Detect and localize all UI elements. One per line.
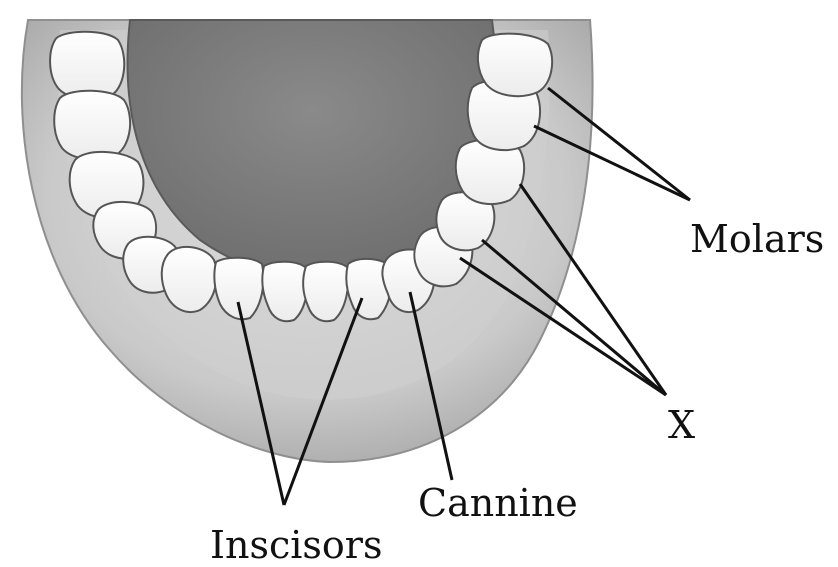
tooth-molar-left-1 bbox=[50, 32, 124, 99]
label-molars: Molars bbox=[690, 217, 824, 261]
label-canine: Cannine bbox=[418, 481, 578, 525]
tooth-canine-left bbox=[162, 247, 217, 312]
label-incisors: Inscisors bbox=[210, 523, 382, 567]
tooth-molar-right-3 bbox=[478, 34, 552, 97]
tooth-molar-left-2 bbox=[54, 91, 130, 160]
label-x: X bbox=[668, 403, 695, 447]
